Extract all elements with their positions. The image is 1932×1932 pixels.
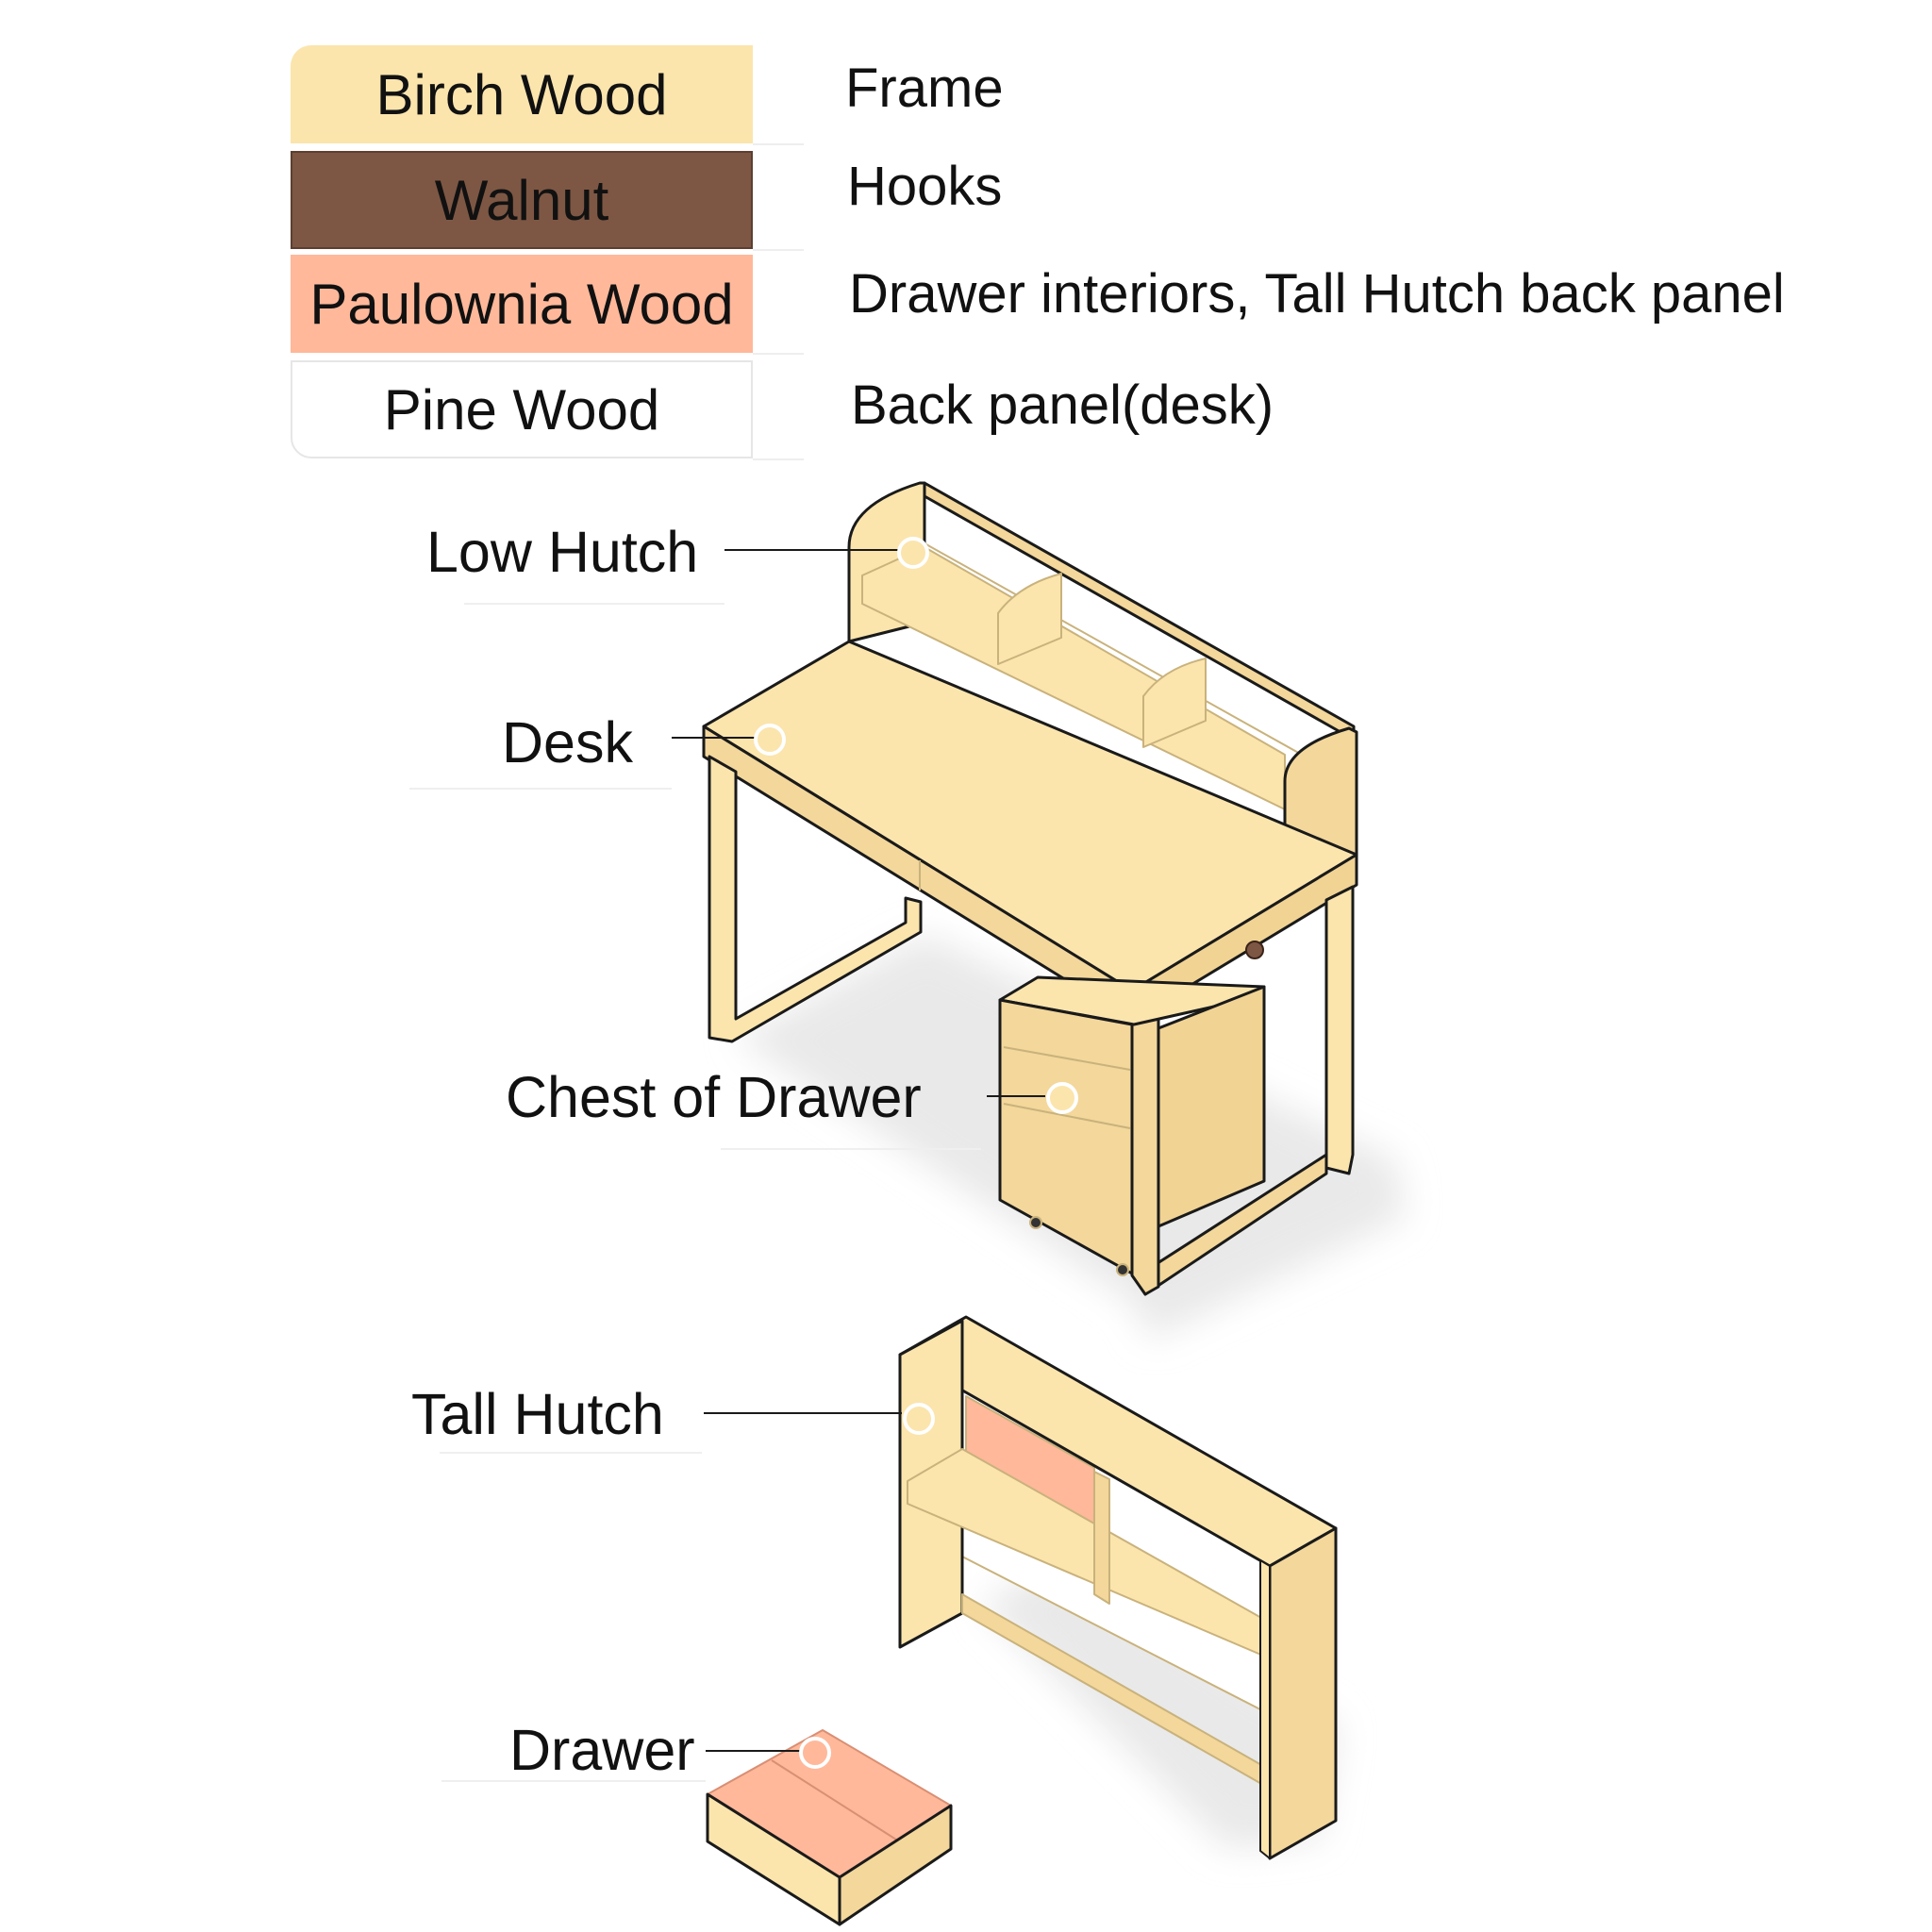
swatch-birch-wood: Birch Wood — [291, 45, 753, 143]
label-drawer: Drawer — [509, 1718, 695, 1782]
caster-wheel — [1116, 1263, 1129, 1276]
desk-marker — [754, 724, 786, 756]
caster-wheel — [1029, 1216, 1042, 1229]
chest-marker — [1046, 1082, 1078, 1114]
swatch-paulownia-wood: Paulownia Wood — [291, 255, 753, 353]
use-drawer-interiors: Drawer interiors, Tall Hutch back panel — [849, 263, 1785, 325]
loose-drawer — [706, 1729, 953, 1926]
legend-divider — [753, 143, 804, 145]
label-tall-hutch: Tall Hutch — [411, 1382, 664, 1446]
desk-left-leg — [708, 755, 923, 1043]
desk-assembly — [702, 481, 1358, 1296]
tall-hutch-marker — [903, 1403, 935, 1435]
legend-divider — [753, 353, 804, 355]
chest-front — [998, 998, 1134, 1275]
desk-front-right-leg — [1130, 1011, 1160, 1296]
legend-divider — [753, 458, 804, 460]
use-hooks: Hooks — [847, 156, 1003, 217]
drawer-marker — [799, 1737, 831, 1769]
swatch-pine-wood: Pine Wood — [291, 360, 753, 458]
hutch-divider — [997, 573, 1062, 665]
tall-hutch-right-front — [1259, 1559, 1271, 1859]
tall-hutch-right-side — [1268, 1526, 1338, 1860]
label-desk: Desk — [502, 710, 633, 774]
legend-divider — [753, 249, 804, 251]
callout-underlines — [409, 603, 981, 1782]
leader-lines — [672, 549, 1045, 1752]
chest-drawer-seam — [1003, 1046, 1131, 1071]
swatch-walnut: Walnut — [291, 151, 753, 249]
drawer-divider — [771, 1759, 897, 1840]
hutch-divider — [1142, 658, 1207, 748]
marker-dots — [754, 537, 1078, 1769]
label-low-hutch: Low Hutch — [426, 520, 699, 584]
low-hutch-marker — [897, 537, 929, 569]
use-frame: Frame — [845, 58, 1004, 119]
tall-hutch-divider — [1093, 1471, 1110, 1605]
tall-hutch — [898, 1315, 1338, 1860]
walnut-hook — [1245, 941, 1264, 959]
drawer-side — [838, 1804, 953, 1926]
desk-right-leg — [1324, 885, 1355, 1175]
chest-drawer-seam — [1003, 1103, 1131, 1129]
use-back-panel: Back panel(desk) — [851, 375, 1274, 436]
label-chest-of-drawer: Chest of Drawer — [506, 1065, 922, 1129]
chest-side — [1157, 985, 1266, 1228]
